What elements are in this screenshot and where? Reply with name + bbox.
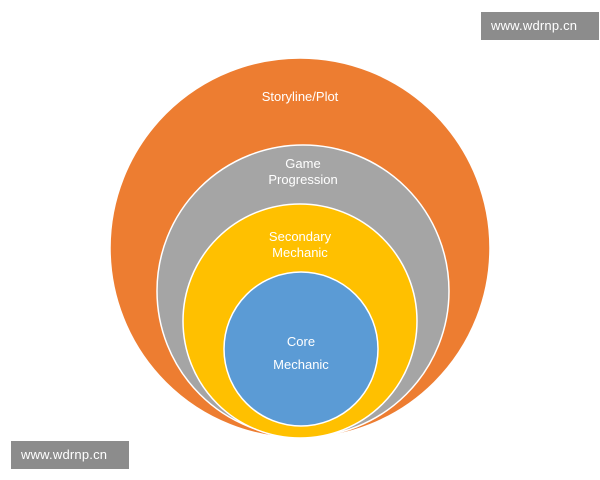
watermark-bottom: www.wdrnp.cn xyxy=(11,441,129,469)
ring-core xyxy=(223,271,379,427)
ring-label-progression-0: Game xyxy=(285,156,320,171)
ring-label-secondary-0: Secondary xyxy=(269,229,332,244)
ring-label-progression-1: Progression xyxy=(268,172,337,187)
ring-label-core-0: Core xyxy=(287,334,315,349)
ring-label-storyline-0: Storyline/Plot xyxy=(262,89,339,104)
ring-label-secondary-1: Mechanic xyxy=(272,245,328,260)
ring-label-core-1: Mechanic xyxy=(273,357,329,372)
watermark-top: www.wdrnp.cn xyxy=(481,12,599,40)
